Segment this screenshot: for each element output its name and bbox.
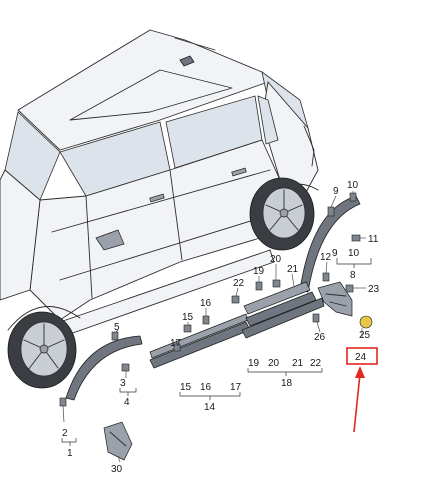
antenna-line	[174, 37, 216, 51]
exploded-parts	[59, 191, 373, 463]
lower-character-line	[59, 214, 271, 281]
side-mirror	[95, 229, 125, 251]
callout-12: 12	[320, 252, 332, 263]
callout-17a: 17	[170, 338, 182, 349]
callout-22a: 22	[233, 278, 245, 289]
rear-bracket	[317, 281, 353, 317]
clip-19	[255, 281, 263, 291]
clip-26	[312, 313, 320, 323]
g18-item-22: 22	[310, 358, 322, 369]
g18-item-21: 21	[292, 358, 304, 369]
callout-19a: 19	[253, 266, 265, 277]
g4-label: 4	[124, 397, 130, 408]
callout-11: 11	[368, 234, 379, 245]
callout-3a: 3	[120, 378, 126, 389]
clip-9	[327, 206, 335, 217]
clip-10	[349, 192, 357, 202]
callout-labels: 9 10 11 12 23 26 22 19 20 21 16 15 17 5 …	[62, 180, 380, 475]
highlight-box	[346, 347, 378, 365]
clip-23	[345, 284, 354, 293]
front-arch-trim	[65, 335, 143, 401]
g14-item-17: 17	[230, 382, 242, 393]
g8-item-10: 10	[348, 248, 360, 259]
callout-10: 10	[347, 180, 359, 191]
g14-item-16: 16	[200, 382, 212, 393]
roof-antenna	[179, 55, 195, 67]
screw-11	[351, 234, 361, 242]
front-wheel-arch	[7, 306, 81, 331]
clip-20	[272, 279, 281, 288]
front-hub	[39, 344, 49, 354]
door-seam	[169, 169, 183, 261]
callout-26: 26	[314, 332, 326, 343]
leader-lines	[62, 191, 366, 463]
callout-30: 30	[111, 464, 123, 475]
clip-3	[121, 363, 130, 372]
g8-item-9: 9	[332, 248, 338, 259]
quarter-window	[257, 95, 279, 145]
highlight-arrow-shaft	[353, 373, 361, 433]
highlight-24: 24	[346, 347, 378, 433]
group-brackets	[61, 258, 372, 446]
a-pillar-seam	[85, 195, 93, 299]
character-line	[51, 169, 271, 233]
g8-label: 8	[350, 270, 356, 281]
callout-9: 9	[333, 186, 339, 197]
callout-15a: 15	[182, 312, 194, 323]
callout-16a: 16	[200, 298, 212, 309]
roof-panel-line	[69, 69, 233, 121]
tail-light-line	[303, 125, 315, 167]
front-fender	[0, 169, 41, 301]
lower-bracket	[103, 421, 133, 461]
door-trim-lower	[241, 297, 325, 339]
g18-item-20: 20	[268, 358, 280, 369]
front-door-handle	[149, 193, 165, 203]
rear-hub	[279, 208, 289, 218]
callout-23: 23	[368, 284, 380, 295]
clip-15	[183, 324, 192, 333]
g1-item-2: 2	[62, 428, 68, 439]
badge-25-label: 25	[359, 330, 371, 341]
door-trim-mid	[245, 291, 317, 327]
g14-label: 14	[204, 402, 216, 413]
callout-21a: 21	[287, 264, 299, 275]
callout-20a: 20	[270, 254, 282, 265]
rocker-trim-lower	[149, 321, 251, 369]
clip-16	[202, 315, 210, 325]
clip-12	[322, 272, 330, 282]
clip-2	[59, 397, 67, 407]
door-trim-upper	[243, 281, 311, 315]
rear-door-handle	[231, 167, 247, 177]
clip-5	[111, 331, 119, 341]
g14-item-15: 15	[180, 382, 192, 393]
highlight-label: 24	[355, 352, 367, 363]
badge-25-marker	[359, 315, 373, 329]
g18-label: 18	[281, 378, 293, 389]
highlight-arrow-head	[355, 366, 365, 378]
bracket-ribs	[325, 293, 347, 307]
car-body	[0, 29, 319, 389]
g1-label: 1	[67, 448, 73, 459]
clip-22a	[231, 295, 240, 304]
lower-bracket-rib	[109, 431, 127, 447]
callout-5a: 5	[114, 322, 120, 333]
g18-item-19: 19	[248, 358, 260, 369]
